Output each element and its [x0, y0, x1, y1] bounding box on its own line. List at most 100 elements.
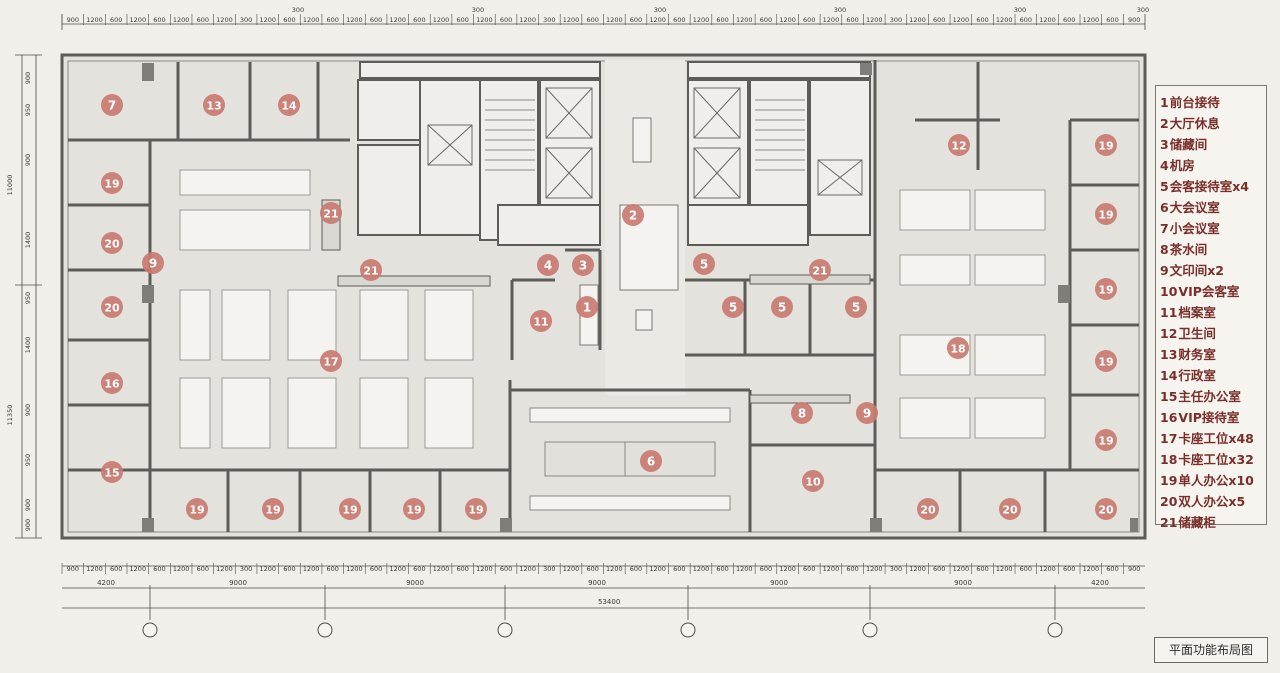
workstations-right — [899, 189, 1046, 439]
dimension-label: 1200 — [86, 16, 103, 24]
bottom-span-label: 4200 — [1091, 579, 1109, 587]
bottom-span-label: 9000 — [406, 579, 424, 587]
room-marker-9: 9 — [142, 252, 164, 274]
left-dimension-labels: 1100011350900950900140095014009009509009… — [6, 72, 32, 531]
dimension-label: 600 — [1063, 565, 1075, 573]
dimension-label: 1200 — [563, 565, 580, 573]
dimension-label: 600 — [716, 16, 728, 24]
dimension-label: 1200 — [693, 565, 710, 573]
room-marker-19: 19 — [1095, 429, 1117, 451]
core-right — [687, 61, 871, 246]
dimension-label: 600 — [110, 16, 122, 24]
room-marker-label: 13 — [206, 100, 221, 113]
legend-item: 17卡座工位x48 — [1160, 428, 1262, 449]
dimension-label: 600 — [153, 565, 165, 573]
bottom-span-label: 9000 — [588, 579, 606, 587]
legend-item-label: 小会议室 — [1169, 221, 1220, 236]
dimension-label: 1200 — [823, 16, 840, 24]
room-marker-9: 9 — [856, 402, 878, 424]
legend-item-number: 14 — [1160, 368, 1178, 383]
dimension-label: 1200 — [996, 565, 1013, 573]
dimension-label: 1200 — [303, 16, 320, 24]
room-marker-label: 19 — [265, 504, 280, 517]
room-marker-circle — [845, 296, 867, 318]
top-300-marker: 300 — [472, 6, 484, 14]
legend-item-number: 19 — [1160, 473, 1178, 488]
room-marker-label: 19 — [406, 504, 421, 517]
dimension-label: 600 — [1020, 16, 1032, 24]
legend-item-number: 13 — [1160, 347, 1178, 362]
conference-room-6 — [529, 407, 731, 511]
left-small-dimension: 950 — [24, 292, 32, 304]
dimension-label: 300 — [240, 565, 252, 573]
legend-item-label: VIP会客室 — [1178, 284, 1240, 299]
axis-bubbles — [142, 622, 1063, 638]
room-marker-label: 9 — [863, 407, 871, 421]
dimension-label: 600 — [327, 16, 339, 24]
room-marker-circle — [1095, 203, 1117, 225]
bottom-span-label: 9000 — [770, 579, 788, 587]
legend-item-number: 5 — [1160, 179, 1169, 194]
room-marker-circle — [1095, 278, 1117, 300]
room-marker-circle — [101, 296, 123, 318]
room-marker-circle — [809, 259, 831, 281]
room-marker-19: 19 — [403, 498, 425, 520]
left-dimension-chain — [15, 54, 42, 539]
room-marker-14: 14 — [278, 94, 300, 116]
dimension-label: 600 — [1063, 16, 1075, 24]
room-marker-label: 19 — [189, 504, 204, 517]
legend-item-label: 财务室 — [1178, 347, 1216, 362]
dimension-label: 600 — [933, 16, 945, 24]
top-300-marker: 300 — [654, 6, 666, 14]
room-marker-label: 19 — [1098, 284, 1113, 297]
dimension-label: 1200 — [953, 565, 970, 573]
room-marker-label: 2 — [629, 209, 637, 223]
dimension-label: 1200 — [476, 16, 493, 24]
dimension-label: 1200 — [1039, 565, 1056, 573]
dimension-label: 1200 — [866, 16, 883, 24]
room-marker-circle — [101, 461, 123, 483]
dimension-label: 600 — [1106, 16, 1118, 24]
dimension-label: 1200 — [389, 16, 406, 24]
room-marker-label: 10 — [805, 476, 821, 489]
room-marker-6: 6 — [640, 450, 662, 472]
room-marker-21: 21 — [809, 259, 831, 281]
room-marker-label: 14 — [281, 100, 297, 113]
top-300-marker: 300 — [1014, 6, 1026, 14]
legend-item-number: 16 — [1160, 410, 1178, 425]
dimension-label: 600 — [413, 565, 425, 573]
room-marker-circle — [403, 498, 425, 520]
dimension-label: 1200 — [866, 565, 883, 573]
room-marker-label: 19 — [1098, 356, 1113, 369]
room-marker-3: 3 — [572, 254, 594, 276]
room-marker-circle — [101, 232, 123, 254]
room-marker-label: 15 — [104, 467, 119, 480]
legend-item-number: 20 — [1160, 494, 1178, 509]
dimension-label: 600 — [456, 16, 468, 24]
room-marker-19: 19 — [262, 498, 284, 520]
legend-item-number: 3 — [1160, 137, 1169, 152]
room-marker-13: 13 — [203, 94, 225, 116]
dimension-label: 1200 — [1083, 16, 1100, 24]
dimension-label: 600 — [976, 565, 988, 573]
legend-item: 11档案室 — [1160, 302, 1262, 323]
legend-item: 7小会议室 — [1160, 218, 1262, 239]
legend-item: 9文印间x2 — [1160, 260, 1262, 281]
legend-item: 14行政室 — [1160, 365, 1262, 386]
legend-item-label: 卫生间 — [1178, 326, 1216, 341]
legend-item-label: 双人办公x5 — [1178, 494, 1246, 509]
left-overall-dimension: 11350 — [6, 405, 14, 426]
dimension-label: 600 — [716, 565, 728, 573]
room-marker-18: 18 — [947, 337, 969, 359]
stairs — [485, 99, 805, 171]
dimension-label: 600 — [673, 16, 685, 24]
dimension-label: 1200 — [563, 16, 580, 24]
dimension-label: 1200 — [389, 565, 406, 573]
legend-item: 15主任办公室 — [1160, 386, 1262, 407]
legend-item-number: 9 — [1160, 263, 1169, 278]
dimension-label: 600 — [673, 565, 685, 573]
dimension-label: 1200 — [649, 16, 666, 24]
left-small-dimension: 900 — [24, 499, 32, 511]
dimension-label: 600 — [1106, 565, 1118, 573]
dimension-label: 600 — [1020, 565, 1032, 573]
